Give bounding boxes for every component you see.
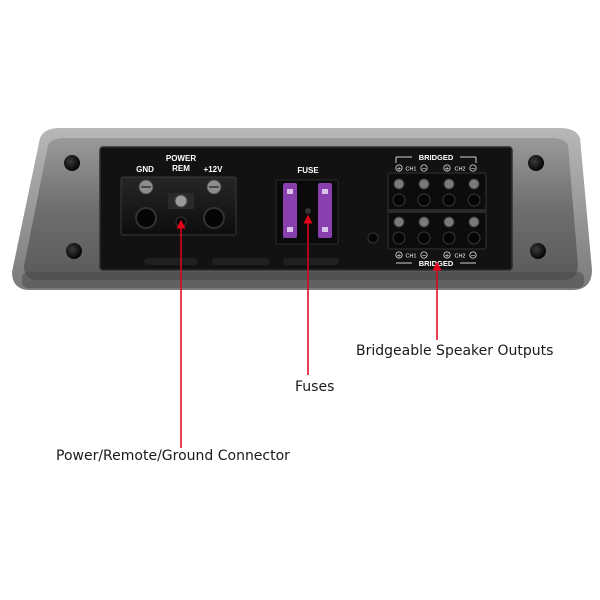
- bottom-channel-markings: + CH1 − + CH2 −: [395, 251, 477, 260]
- svg-text:+: +: [444, 253, 449, 260]
- fuse-right: [318, 183, 332, 238]
- screw-icon: [66, 243, 82, 259]
- fuses-caption: Fuses: [295, 379, 335, 395]
- power-label: POWER: [166, 154, 196, 163]
- terminal-screw-icon: [418, 178, 430, 190]
- housing-screws: [64, 155, 546, 259]
- gnd-wire-hole: [135, 207, 157, 229]
- svg-text:−: −: [470, 253, 475, 260]
- plus12v-label: +12V: [204, 165, 224, 174]
- svg-text:CH2: CH2: [454, 167, 465, 173]
- screw-icon: [64, 155, 80, 171]
- terminal-screw-icon: [393, 216, 405, 228]
- power-connector-caption: Power/Remote/Ground Connector: [56, 448, 290, 464]
- vent-slot: [144, 258, 198, 265]
- vent-slot: [212, 258, 270, 265]
- set-screw-icon: [174, 194, 188, 208]
- plus12v-wire-hole: [203, 207, 225, 229]
- terminal-wire-hole: [417, 231, 431, 245]
- terminal-wire-hole: [392, 193, 406, 207]
- speaker-output-block: BRIDGED + CH1 − + CH2 − + CH1 − +: [387, 153, 487, 268]
- fuse-label: FUSE: [297, 166, 319, 175]
- terminal-wire-hole: [417, 193, 431, 207]
- svg-text:−: −: [470, 166, 475, 173]
- fuse-left: [283, 183, 297, 238]
- speaker-outputs-caption: Bridgeable Speaker Outputs: [356, 343, 554, 359]
- bridged-top-label: BRIDGED: [419, 153, 454, 162]
- svg-text:CH1: CH1: [405, 254, 416, 260]
- svg-text:+: +: [444, 166, 449, 173]
- terminal-screw-icon: [443, 216, 455, 228]
- svg-text:CH2: CH2: [454, 254, 465, 260]
- terminal-wire-hole: [467, 231, 481, 245]
- svg-text:−: −: [421, 253, 426, 260]
- terminal-wire-hole: [467, 193, 481, 207]
- callout-pointers: [176, 214, 442, 448]
- terminal-screw-icon: [468, 216, 480, 228]
- led-jack: [367, 232, 379, 244]
- fuse-block: FUSE: [275, 166, 339, 245]
- terminal-wire-hole: [442, 231, 456, 245]
- terminal-wire-hole: [442, 193, 456, 207]
- terminal-screw-icon: [418, 216, 430, 228]
- rem-label: REM: [172, 164, 190, 173]
- svg-text:+: +: [396, 166, 401, 173]
- power-terminal-block: GND POWER REM +12V: [120, 154, 237, 236]
- vent-slot: [283, 258, 339, 265]
- terminal-screw-icon: [393, 178, 405, 190]
- top-channel-markings: + CH1 − + CH2 −: [395, 164, 477, 173]
- terminal-screw-icon: [443, 178, 455, 190]
- svg-text:+: +: [396, 253, 401, 260]
- svg-text:−: −: [421, 166, 426, 173]
- screw-icon: [528, 155, 544, 171]
- terminal-screw-icon: [468, 178, 480, 190]
- svg-text:CH1: CH1: [405, 167, 416, 173]
- screw-icon: [530, 243, 546, 259]
- gnd-label: GND: [136, 165, 154, 174]
- terminal-wire-hole: [392, 231, 406, 245]
- speaker-terminals: [392, 178, 481, 245]
